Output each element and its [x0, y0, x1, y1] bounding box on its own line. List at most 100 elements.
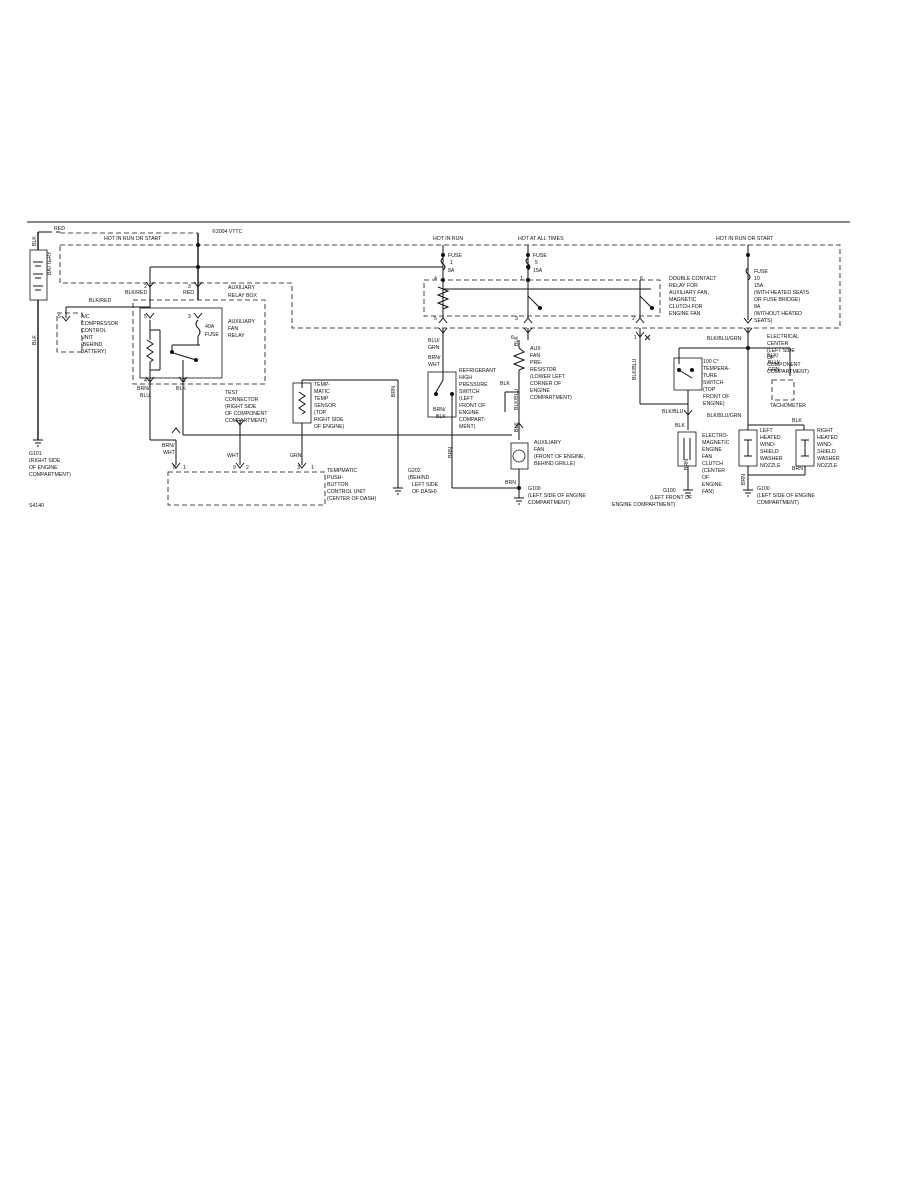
- diagram-label: SWITCH: [703, 380, 724, 386]
- diagram-label: PRE-: [530, 360, 543, 366]
- diagram-label: WIND-: [760, 442, 776, 448]
- diagram-label: RIGHT SIDE: [314, 417, 344, 423]
- diagram-label: BLK: [32, 236, 38, 246]
- diagram-label: BLK/BLU/GRN: [707, 336, 742, 342]
- diagram-label: PUSH-: [327, 475, 343, 481]
- diagram-label: CONNECTOR: [225, 397, 259, 403]
- diagram-label: (WITH HEATED SEATS: [754, 290, 810, 296]
- diagram-label: BLK/BLU: [514, 388, 520, 410]
- diagram-label: BLK/: [767, 353, 779, 359]
- diagram-label: ENGINE: [459, 410, 479, 416]
- diagram-label: BLK/BLU/GRN: [707, 413, 742, 419]
- diagram-label: 5: [535, 260, 538, 266]
- diagram-label: COMPARTMENT): [757, 500, 799, 506]
- diagram-label: GRN: [768, 367, 780, 373]
- diagram-label: 8A: [754, 304, 761, 310]
- diagram-label: (LEFT SIDE: [767, 348, 795, 354]
- ground-g101-icon: [33, 439, 43, 447]
- diagram-label: (LEFT SIDE OF ENGINE: [757, 493, 815, 499]
- diagram-label: LEFT SIDE: [412, 482, 439, 488]
- diagram-label: NOZZLE: [817, 463, 838, 469]
- diagram-label: OF ENGINE: [29, 465, 58, 471]
- diagram-label: BRN: [741, 474, 747, 485]
- diagram-label: CONTROL: [81, 328, 106, 334]
- diagram-label: 3: [297, 465, 300, 471]
- diagram-label: COMPARTMENT): [767, 369, 809, 375]
- diagram-label: HIGH: [459, 375, 472, 381]
- diagram-label: 8A: [448, 268, 455, 274]
- diagram-label: BLK/BLU: [632, 358, 638, 380]
- diagram-label: BEHIND GRILLE): [534, 461, 575, 467]
- diagram-label: (LOWER LEFT: [530, 374, 566, 380]
- diagram-label: MENT): [459, 424, 476, 430]
- diagram-label: COMPART-: [459, 417, 486, 423]
- diagram-label: COMPRESSOR: [81, 321, 119, 327]
- diagram-label: G100: [663, 488, 676, 494]
- refrigerant-switch-circuit: [427, 371, 519, 489]
- diagram-label: COMPONENT: [767, 362, 802, 368]
- diagram-label: 15A: [533, 268, 543, 274]
- diagram-label: COMPARTMENT): [530, 395, 572, 401]
- diagram-label: BRN: [792, 466, 803, 472]
- tempmatic-wiring: [149, 379, 403, 495]
- diagram-label: 2: [632, 316, 635, 322]
- diagram-label: G100: [528, 486, 541, 492]
- diagram-label: (LEFT SIDE OF ENGINE: [528, 493, 586, 499]
- diagram-label: AUXILIARY: [228, 285, 256, 291]
- diagram-label: 15A: [754, 283, 764, 289]
- diagram-label: G100: [757, 486, 770, 492]
- diagram-label: FUSE: [448, 253, 462, 259]
- diagram-label: SENSOR: [314, 403, 336, 409]
- diagram-label: RED: [54, 226, 65, 232]
- diagram-label: 100 C°: [703, 359, 719, 365]
- diagram-label: BRN/: [428, 355, 441, 361]
- diagram-label: RELAY FOR: [669, 283, 698, 289]
- diagram-label: 1: [311, 465, 314, 471]
- diagram-label: (BEHIND: [81, 342, 103, 348]
- diagram-label: OF ENGINE): [314, 424, 345, 430]
- diagram-label: HOT IN RUN: [433, 236, 463, 242]
- diagram-label: A/C: [81, 314, 90, 320]
- diagram-label: TEST: [225, 390, 239, 396]
- diagram-label: 1: [183, 378, 186, 384]
- diagram-label: WHT: [163, 450, 176, 456]
- diagram-label: BRN/: [137, 386, 150, 392]
- diagram-label: (RIGHT SIDE: [225, 404, 257, 410]
- diagram-label: TEMPMATIC: [327, 468, 357, 474]
- diagram-label: GRN: [290, 453, 302, 459]
- diagram-label: CENTER: [767, 341, 789, 347]
- diagram-label: 10: [754, 276, 760, 282]
- diagram-label: 6: [511, 335, 514, 341]
- diagram-label: BLK: [500, 381, 510, 387]
- diagram-label: WIND-: [817, 442, 833, 448]
- diagram-label: OF COMPONENT: [225, 411, 268, 417]
- diagram-label: S4140: [29, 503, 44, 509]
- diagram-label: ENGINE): [703, 401, 725, 407]
- diagram-label: ENGINE: [702, 482, 722, 488]
- diagram-label: BLK/RED: [89, 298, 111, 304]
- diagram-label: BRN: [391, 386, 397, 397]
- diagram-label: LEFT: [760, 428, 774, 434]
- diagram-label: BLU: [140, 393, 150, 399]
- diagram-label: TEMP: [314, 396, 329, 402]
- diagram-label: FRONT OF: [703, 394, 729, 400]
- diagram-label: RESISTOR: [530, 367, 557, 373]
- diagram-label: 3: [515, 316, 518, 322]
- diagram-label: TURE: [703, 373, 718, 379]
- diagram-label: MAGNETIC: [702, 440, 730, 446]
- diagram-label: COMPARTMENT): [225, 418, 267, 424]
- diagram-label: BLK/BLU: [662, 409, 684, 415]
- diagram-label: 1: [183, 465, 186, 471]
- diagram-label: BLK: [436, 414, 446, 420]
- diagram-label: G202: [408, 468, 421, 474]
- diagram-label: (BEHIND: [408, 475, 430, 481]
- diagram-label: WASHER: [817, 456, 840, 462]
- diagram-label: 5: [58, 314, 61, 320]
- diagram-label: BLK: [675, 423, 685, 429]
- diagram-label: WHT: [428, 362, 441, 368]
- diagram-label: BRN: [505, 480, 516, 486]
- diagram-label: PRESSURE: [459, 382, 488, 388]
- diagram-label: HOT IN RUN OR START: [104, 236, 162, 242]
- diagram-label: HEATED: [760, 435, 781, 441]
- washer-nozzle-circuit: [738, 347, 815, 497]
